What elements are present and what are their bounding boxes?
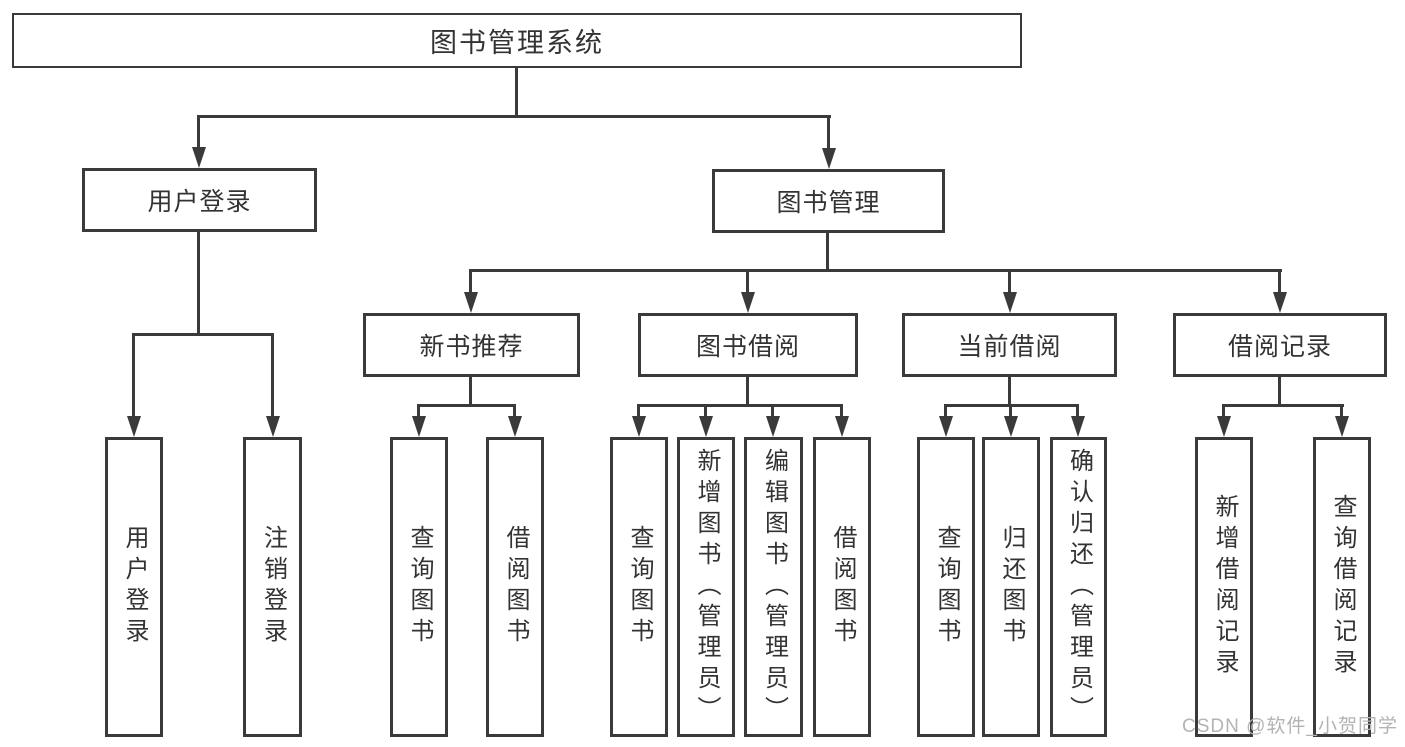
arrowhead-icon: [508, 416, 522, 437]
connector: [197, 115, 200, 152]
leaf-borrow-books: 借阅图书: [813, 437, 871, 737]
arrowhead-icon: [192, 147, 206, 168]
connector: [469, 269, 1282, 272]
connector: [132, 333, 274, 336]
connector: [637, 404, 640, 420]
leaf-add-borrow-record: 新增借阅记录: [1195, 437, 1253, 737]
leaf-return-books: 归还图书: [982, 437, 1040, 737]
connector: [1076, 404, 1079, 420]
arrowhead-icon: [822, 148, 836, 169]
connector: [840, 404, 843, 420]
node-borrow-records: 借阅记录: [1173, 313, 1387, 377]
arrowhead-icon: [1335, 416, 1349, 437]
connector: [1340, 404, 1343, 420]
leaf-borrow-books-recommend: 借阅图书: [486, 437, 544, 737]
connector: [469, 377, 472, 406]
arrowhead-icon: [699, 416, 713, 437]
leaf-query-borrow-record: 查询借阅记录: [1313, 437, 1371, 737]
arrowhead-icon: [1071, 416, 1085, 437]
arrowhead-icon: [835, 416, 849, 437]
arrowhead-icon: [1004, 416, 1018, 437]
connector: [417, 404, 516, 407]
connector: [513, 404, 516, 420]
leaf-query-books-recommend: 查询图书: [390, 437, 448, 737]
leaf-user-login: 用户登录: [105, 437, 163, 737]
connector: [1008, 269, 1011, 296]
arrowhead-icon: [1217, 416, 1231, 437]
connector: [1008, 377, 1011, 406]
arrowhead-icon: [412, 416, 426, 437]
arrowhead-icon: [266, 416, 280, 437]
leaf-confirm-return-admin: 确认归还（管理员）: [1050, 437, 1107, 737]
connector: [417, 404, 420, 420]
watermark: CSDN @软件_小贺同学: [1182, 716, 1398, 737]
connector: [469, 269, 472, 296]
connector: [1222, 404, 1344, 407]
connector: [271, 333, 274, 421]
connector: [1222, 404, 1225, 420]
connector: [827, 115, 830, 153]
arrowhead-icon: [766, 416, 780, 437]
leaf-logout: 注销登录: [243, 437, 302, 737]
connector: [826, 233, 829, 271]
connector: [198, 115, 831, 118]
connector: [746, 377, 749, 406]
connector: [944, 404, 947, 420]
node-book-borrow: 图书借阅: [638, 313, 858, 377]
node-book-management: 图书管理: [712, 169, 945, 233]
connector: [515, 68, 518, 117]
connector: [704, 404, 707, 420]
connector: [771, 404, 774, 420]
connector: [1278, 377, 1281, 406]
arrowhead-icon: [939, 416, 953, 437]
arrowhead-icon: [464, 292, 478, 313]
leaf-add-books-admin: 新增图书（管理员）: [677, 437, 735, 737]
leaf-query-books-borrow: 查询图书: [610, 437, 668, 737]
connector: [197, 232, 200, 335]
node-user-login: 用户登录: [82, 168, 317, 232]
connector: [746, 269, 749, 296]
arrowhead-icon: [741, 292, 755, 313]
arrowhead-icon: [632, 416, 646, 437]
leaf-edit-books-admin: 编辑图书（管理员）: [744, 437, 803, 737]
node-root-system: 图书管理系统: [12, 13, 1022, 68]
connector: [1278, 269, 1281, 296]
connector: [132, 333, 135, 421]
node-new-book-recommend: 新书推荐: [363, 313, 580, 377]
arrowhead-icon: [127, 416, 141, 437]
connector: [637, 404, 843, 407]
arrowhead-icon: [1273, 292, 1287, 313]
node-current-borrow: 当前借阅: [902, 313, 1117, 377]
leaf-query-books-current: 查询图书: [917, 437, 975, 737]
connector: [1009, 404, 1012, 420]
arrowhead-icon: [1003, 292, 1017, 313]
